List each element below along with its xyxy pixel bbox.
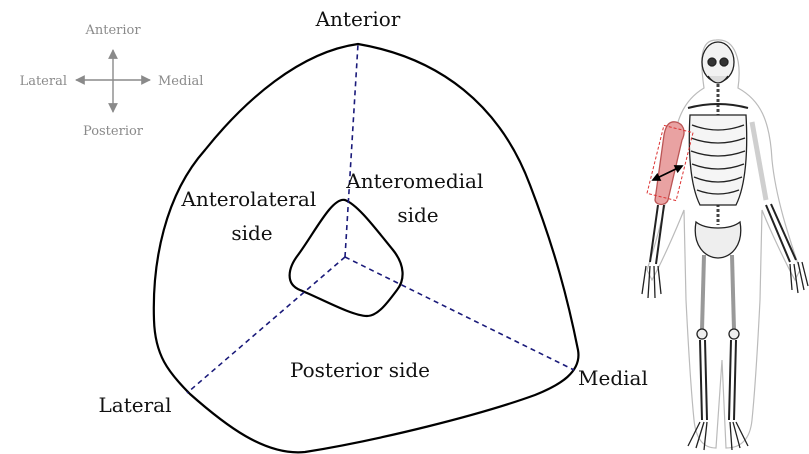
outer-bone-outline [154, 44, 579, 452]
left-eye-socket [708, 58, 716, 66]
compass-posterior-label: Posterior [83, 124, 144, 139]
skeleton-illustration [642, 40, 808, 450]
orientation-compass: Anterior Posterior Lateral Medial [20, 23, 204, 139]
anterior-border-line [345, 44, 358, 257]
medial-border-line [345, 257, 574, 370]
right-humerus [752, 122, 766, 200]
posterior-side-label: Posterior side [290, 358, 430, 382]
right-shin [729, 340, 736, 420]
compass-medial-label: Medial [158, 74, 203, 89]
jaw [708, 76, 728, 83]
border-lines [187, 44, 574, 393]
lateral-border-label: Lateral [99, 393, 172, 417]
anterolateral-side-label: Anterolateral side [180, 187, 322, 245]
right-hand [790, 262, 808, 293]
anteromedial-line-2: side [397, 203, 438, 227]
anteromedial-line-1: Anteromedial [345, 169, 483, 193]
right-foot [730, 422, 748, 450]
pelvis [695, 222, 740, 258]
compass-anterior-label: Anterior [84, 23, 141, 38]
compass-lateral-label: Lateral [20, 74, 67, 89]
left-hand [642, 266, 661, 298]
anterolateral-line-2: side [231, 221, 272, 245]
right-femur [732, 255, 734, 330]
medial-border-label: Medial [578, 366, 648, 390]
highlighted-humerus [655, 122, 684, 205]
left-femur [702, 255, 704, 330]
rib-cage [689, 115, 746, 205]
left-knee [697, 329, 707, 339]
right-eye-socket [720, 58, 728, 66]
anterolateral-line-1: Anterolateral [180, 187, 316, 211]
right-knee [729, 329, 739, 339]
anterior-border-label: Anterior [315, 7, 401, 31]
left-shin [700, 340, 707, 420]
